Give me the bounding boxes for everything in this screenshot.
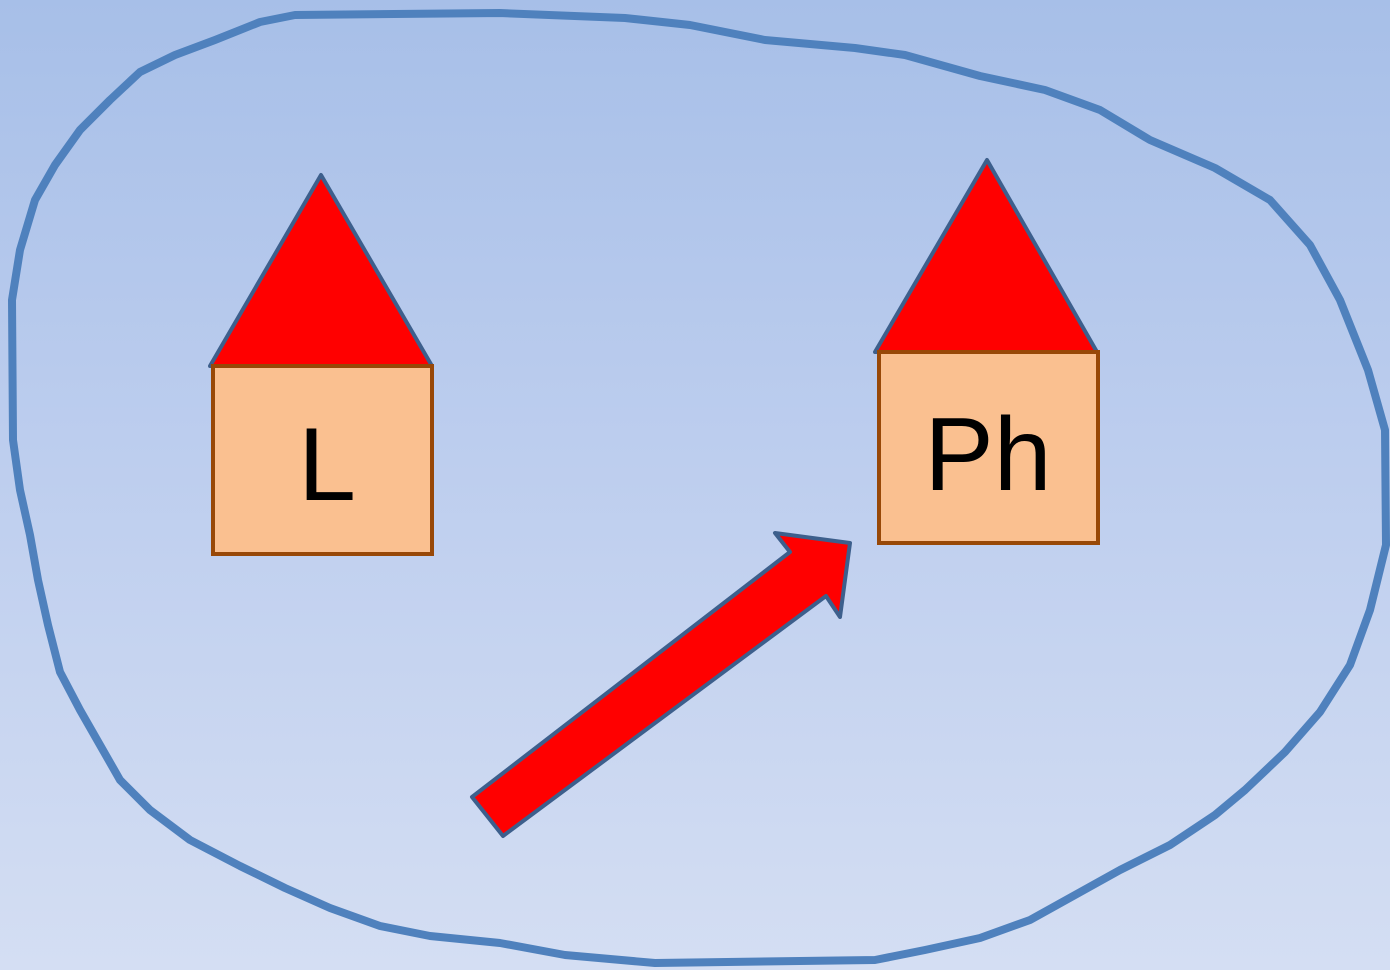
roof-triangle xyxy=(873,158,1099,354)
arrow-icon xyxy=(470,531,852,838)
house-label-ph: Ph xyxy=(924,397,1051,513)
house-label-l: L xyxy=(298,407,356,523)
enclosing-boundary xyxy=(8,9,1390,967)
house-l: L xyxy=(208,173,434,556)
roof-triangle xyxy=(208,173,434,368)
house-wall xyxy=(877,350,1100,545)
house-ph: Ph xyxy=(873,158,1100,545)
house-wall xyxy=(211,364,434,556)
